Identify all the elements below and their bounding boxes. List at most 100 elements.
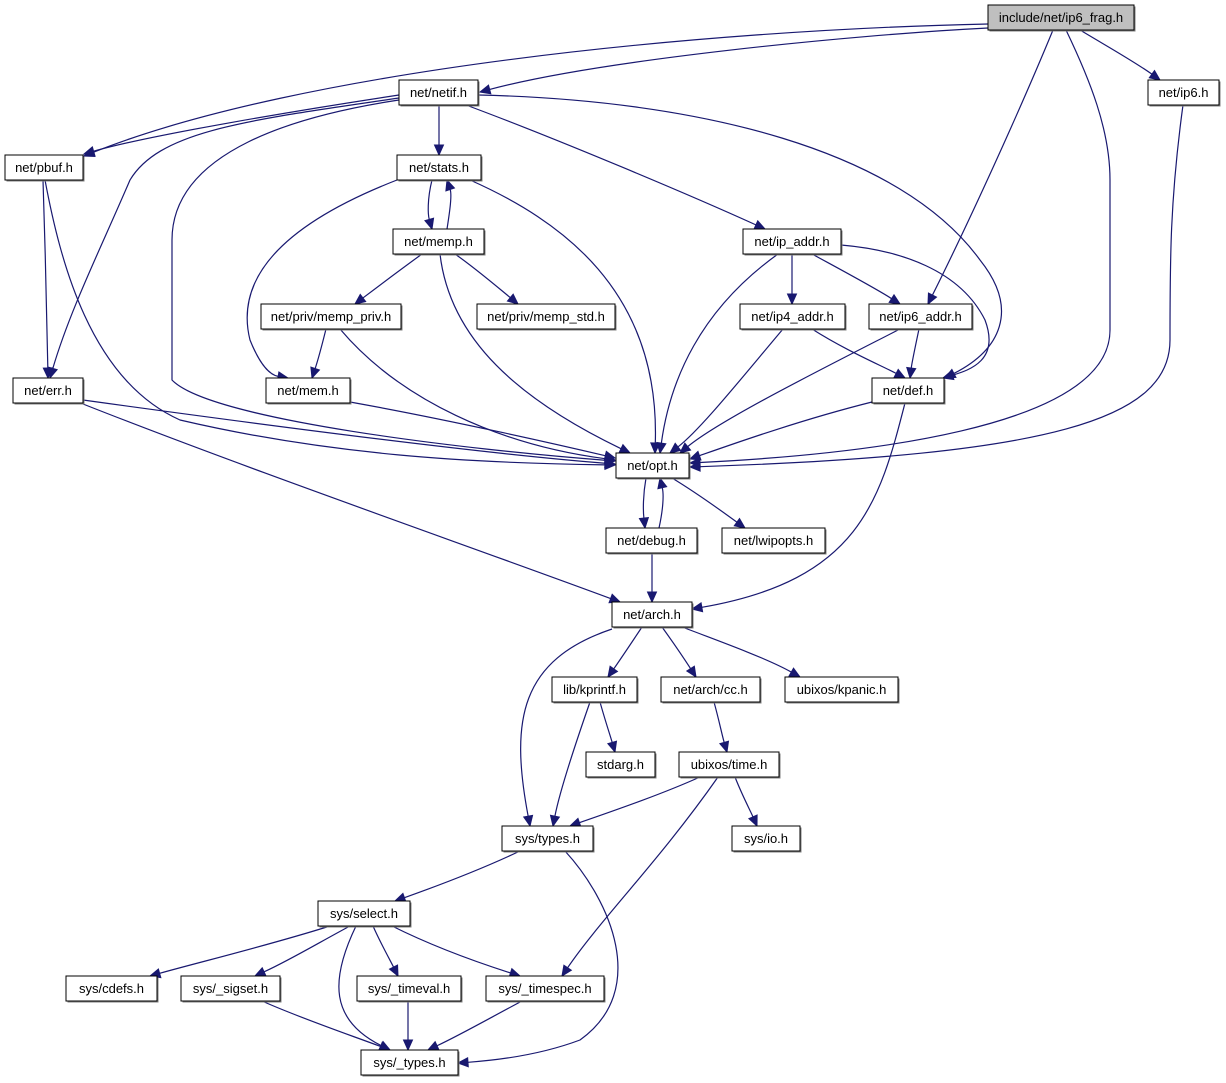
edge-types-to-select: [393, 850, 521, 903]
node--types[interactable]: sys/_types.h: [360, 1049, 460, 1077]
node-ip-addr[interactable]: net/ip_addr.h: [742, 228, 843, 256]
node-pbuf[interactable]: net/pbuf.h: [4, 154, 85, 182]
node-label: net/priv/memp_std.h: [487, 309, 605, 324]
node-box[interactable]: [501, 825, 594, 852]
node-box[interactable]: [551, 676, 638, 703]
edge-line: [263, 925, 351, 973]
node-box[interactable]: [868, 303, 973, 330]
node-ip6[interactable]: net/ip6.h: [1147, 79, 1221, 107]
edge-line: [931, 29, 1054, 296]
node-box[interactable]: [742, 228, 842, 255]
node-types[interactable]: sys/types.h: [501, 825, 595, 853]
node-label: net/netif.h: [410, 85, 467, 100]
arrowhead-icon: [310, 366, 321, 380]
edge-ip6-to-opt: [688, 104, 1184, 472]
arrowhead-icon: [478, 84, 492, 95]
edge-select-to-timeval: [372, 925, 399, 978]
node-box[interactable]: [485, 975, 605, 1002]
node-box[interactable]: [871, 377, 945, 404]
node-box[interactable]: [317, 900, 411, 927]
edge-line: [477, 94, 1003, 374]
node-stdarg[interactable]: stdarg.h: [585, 751, 657, 779]
node-label: sys/cdefs.h: [79, 981, 144, 996]
edge-line: [427, 179, 433, 220]
edge-timeval-to-_types: [402, 1001, 414, 1052]
edge-stats-to-mem: [246, 179, 398, 382]
edge-line: [52, 97, 400, 369]
node-kprintf[interactable]: lib/kprintf.h: [551, 676, 639, 704]
node-ip6-frag[interactable]: include/net/ip6_frag.h: [987, 4, 1136, 32]
node-kpanic[interactable]: ubixos/kpanic.h: [784, 676, 900, 704]
edge-line: [734, 776, 754, 818]
edge-debug-to-arch: [646, 553, 658, 604]
node-timespec[interactable]: sys/_timespec.h: [485, 975, 606, 1003]
node-box[interactable]: [611, 601, 693, 628]
edge-line: [469, 179, 656, 444]
node-debug[interactable]: net/debug.h: [605, 527, 699, 555]
edge-line: [567, 776, 719, 969]
node-arch[interactable]: net/arch.h: [611, 601, 694, 629]
node-memp[interactable]: net/memp.h: [392, 228, 486, 256]
node-box[interactable]: [180, 975, 281, 1002]
node-box[interactable]: [1147, 79, 1220, 106]
node-ip6-addr[interactable]: net/ip6_addr.h: [868, 303, 974, 331]
node-box[interactable]: [265, 377, 351, 404]
node-sigset[interactable]: sys/_sigset.h: [180, 975, 282, 1003]
edge-arch-to-kprintf: [607, 626, 643, 678]
arrowhead-icon: [688, 450, 702, 461]
node-box[interactable]: [392, 228, 485, 255]
node-box[interactable]: [12, 377, 84, 404]
edge-line: [642, 477, 647, 519]
node-ip4-addr[interactable]: net/ip4_addr.h: [739, 303, 847, 331]
node-box[interactable]: [585, 751, 656, 778]
edge-line: [454, 253, 511, 299]
node-box[interactable]: [615, 452, 690, 479]
node-memp-priv[interactable]: net/priv/memp_priv.h: [260, 303, 403, 331]
edge-line: [446, 189, 452, 230]
node-label: sys/select.h: [330, 906, 398, 921]
node-err[interactable]: net/err.h: [12, 377, 85, 405]
node-box[interactable]: [731, 825, 801, 852]
node-netif[interactable]: net/netif.h: [398, 79, 480, 107]
node-box[interactable]: [4, 154, 84, 181]
edge-time-to-io: [734, 776, 758, 828]
node-memp-std[interactable]: net/priv/memp_std.h: [476, 303, 617, 331]
node-box[interactable]: [605, 527, 698, 554]
edge-line: [699, 401, 873, 457]
node-box[interactable]: [678, 751, 780, 778]
node-box[interactable]: [396, 154, 482, 181]
node-box[interactable]: [260, 303, 402, 330]
edge-ip_addr-to-def: [840, 244, 990, 381]
node-box[interactable]: [398, 79, 479, 106]
node-opt[interactable]: net/opt.h: [615, 452, 691, 480]
edge-netif-to-def: [477, 94, 1003, 379]
node-timeval[interactable]: sys/_timeval.h: [356, 975, 463, 1003]
arrowhead-icon: [82, 146, 96, 157]
node-box[interactable]: [356, 975, 462, 1002]
node-box[interactable]: [987, 4, 1135, 31]
node-box[interactable]: [476, 303, 616, 330]
arrowhead-icon: [690, 602, 704, 613]
node-select[interactable]: sys/select.h: [317, 900, 412, 928]
edge-line: [82, 403, 611, 600]
arrowhead-icon: [388, 964, 399, 978]
node-box[interactable]: [660, 676, 761, 703]
node-box[interactable]: [65, 975, 158, 1002]
edge-line: [699, 29, 1111, 464]
edge-ip_addr-to-ip4_addr: [786, 253, 798, 306]
node-box[interactable]: [784, 676, 899, 703]
node-box[interactable]: [360, 1049, 459, 1076]
arrowhead-icon: [603, 450, 617, 461]
node-lwipopts[interactable]: net/lwipopts.h: [721, 527, 827, 555]
node-box[interactable]: [721, 527, 826, 554]
node-def[interactable]: net/def.h: [871, 377, 946, 405]
edge-ip6_frag-to-ip6_addr: [927, 29, 1054, 306]
node-label: net/memp.h: [404, 234, 473, 249]
node-io[interactable]: sys/io.h: [731, 825, 802, 853]
node-stats[interactable]: net/stats.h: [396, 154, 483, 182]
node-box[interactable]: [739, 303, 846, 330]
node-mem[interactable]: net/mem.h: [265, 377, 352, 405]
node-cc[interactable]: net/arch/cc.h: [660, 676, 762, 704]
node-time[interactable]: ubixos/time.h: [678, 751, 781, 779]
node-cdefs[interactable]: sys/cdefs.h: [65, 975, 159, 1003]
